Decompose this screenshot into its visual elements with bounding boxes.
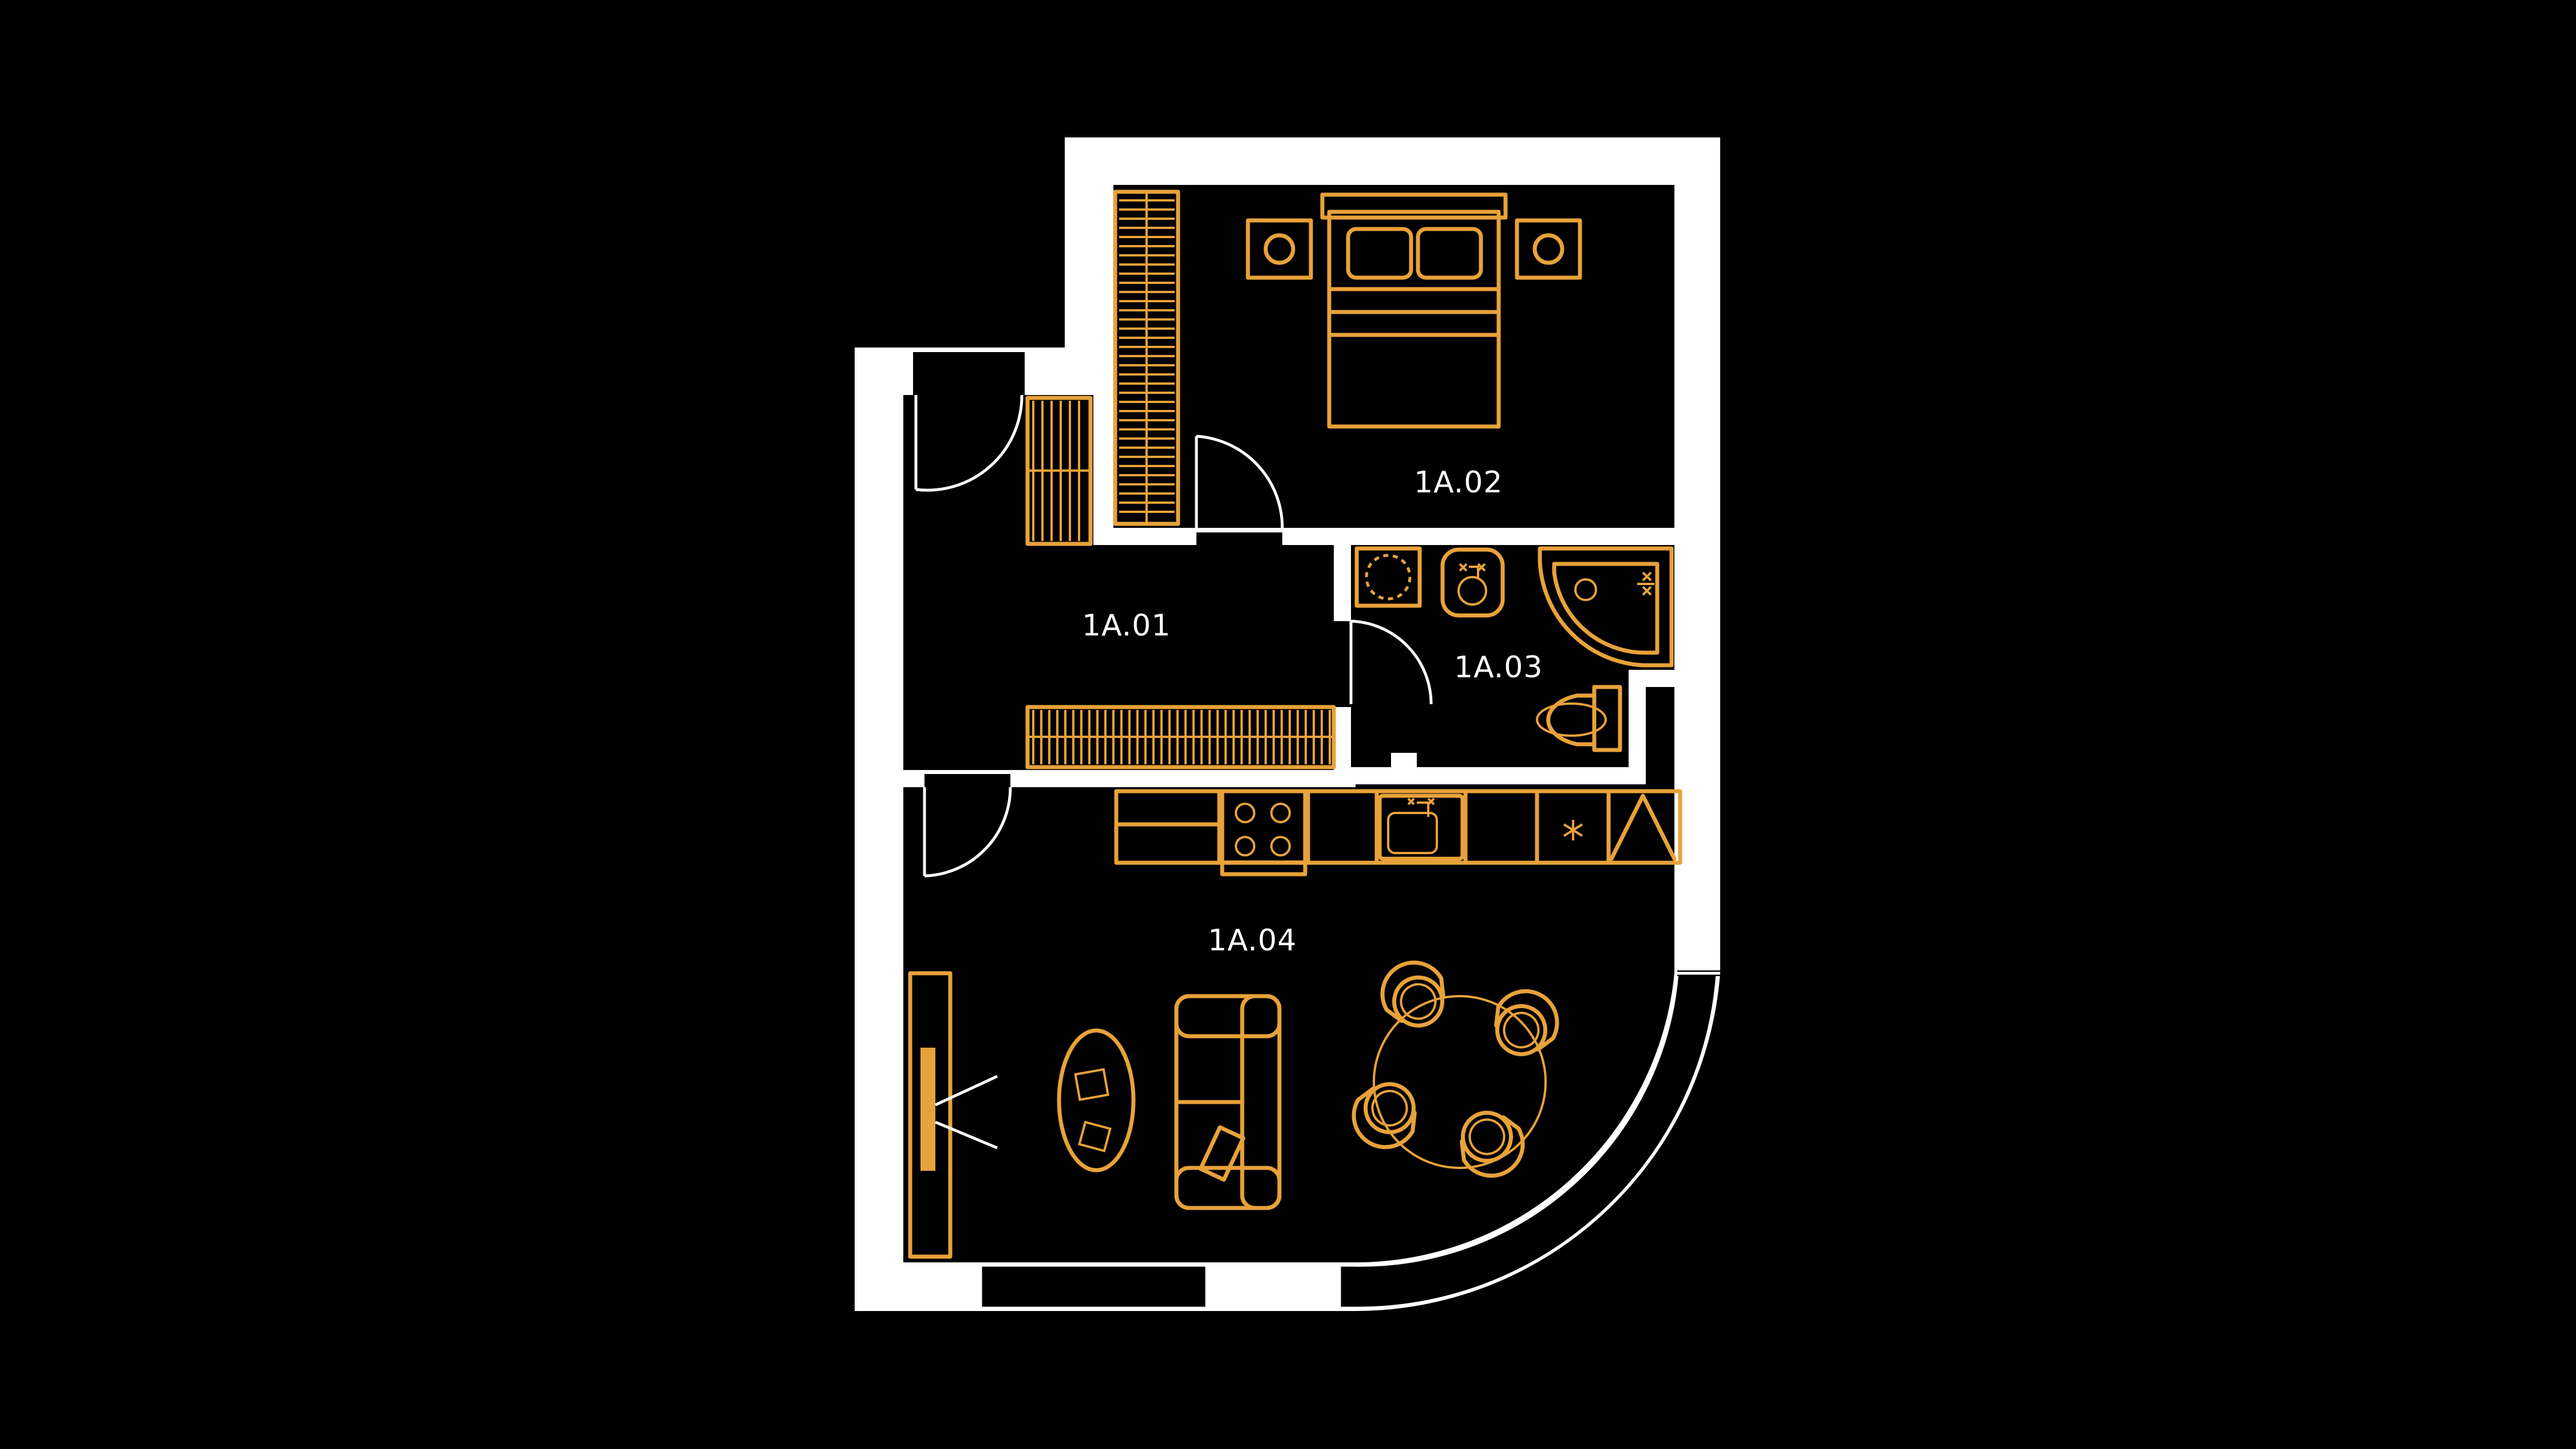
doors xyxy=(914,394,1433,878)
room-label-1A.01: 1A.01 xyxy=(1082,609,1171,643)
bath-door-gap xyxy=(1334,621,1351,707)
walls xyxy=(855,137,1720,1312)
wardrobe-icon xyxy=(1113,189,1180,526)
chair-icon xyxy=(1494,989,1559,1056)
tv-icon xyxy=(908,971,998,1259)
fridge-icon xyxy=(1563,793,1677,861)
wardrobe-icon xyxy=(1025,705,1336,769)
nightstand-icon xyxy=(1246,218,1313,280)
chair-icon xyxy=(1460,1111,1525,1178)
shower-icon xyxy=(1538,546,1674,668)
living-door-frame xyxy=(924,770,1010,774)
door-icon xyxy=(1195,435,1284,528)
room-label-1A.02: 1A.02 xyxy=(1414,465,1503,500)
kitchen-counter-icon xyxy=(1114,789,1682,865)
coffee-table-icon xyxy=(1057,1028,1136,1172)
washing-machine-icon xyxy=(1354,546,1422,608)
door-icon xyxy=(923,787,1012,878)
window-curved xyxy=(1338,972,1719,1310)
bedroom-left-wall xyxy=(1093,185,1113,541)
sofa-icon xyxy=(1174,994,1282,1210)
door-icon xyxy=(1349,619,1433,705)
chair-icon xyxy=(1380,960,1445,1028)
entrance-frame xyxy=(913,348,1025,352)
room-label-1A.04: 1A.04 xyxy=(1208,923,1297,958)
windows xyxy=(979,970,1720,1310)
bedroom-door-frame xyxy=(1196,528,1282,532)
wardrobe-icon xyxy=(1025,396,1093,546)
entrance-gap xyxy=(913,348,1025,395)
dining-table-icon xyxy=(1373,995,1547,1169)
bath-stub xyxy=(1391,753,1417,773)
outer-walls xyxy=(855,137,1720,1312)
sink-icon xyxy=(1377,793,1465,861)
room-label-1A.03: 1A.03 xyxy=(1454,650,1543,685)
window-1 xyxy=(979,1264,1211,1310)
stove-icon xyxy=(1220,789,1307,876)
bed-icon xyxy=(1320,192,1508,429)
nightstand-icon xyxy=(1515,218,1582,280)
washbasin-icon xyxy=(1440,547,1505,618)
bath-right-partition-vert xyxy=(1629,670,1646,784)
toilet-icon xyxy=(1536,685,1622,752)
bath-bottom-wall xyxy=(1334,767,1631,784)
bedroom-bottom-wall xyxy=(1093,528,1674,545)
door-icon xyxy=(914,394,1024,492)
chair-icon xyxy=(1352,1082,1417,1150)
